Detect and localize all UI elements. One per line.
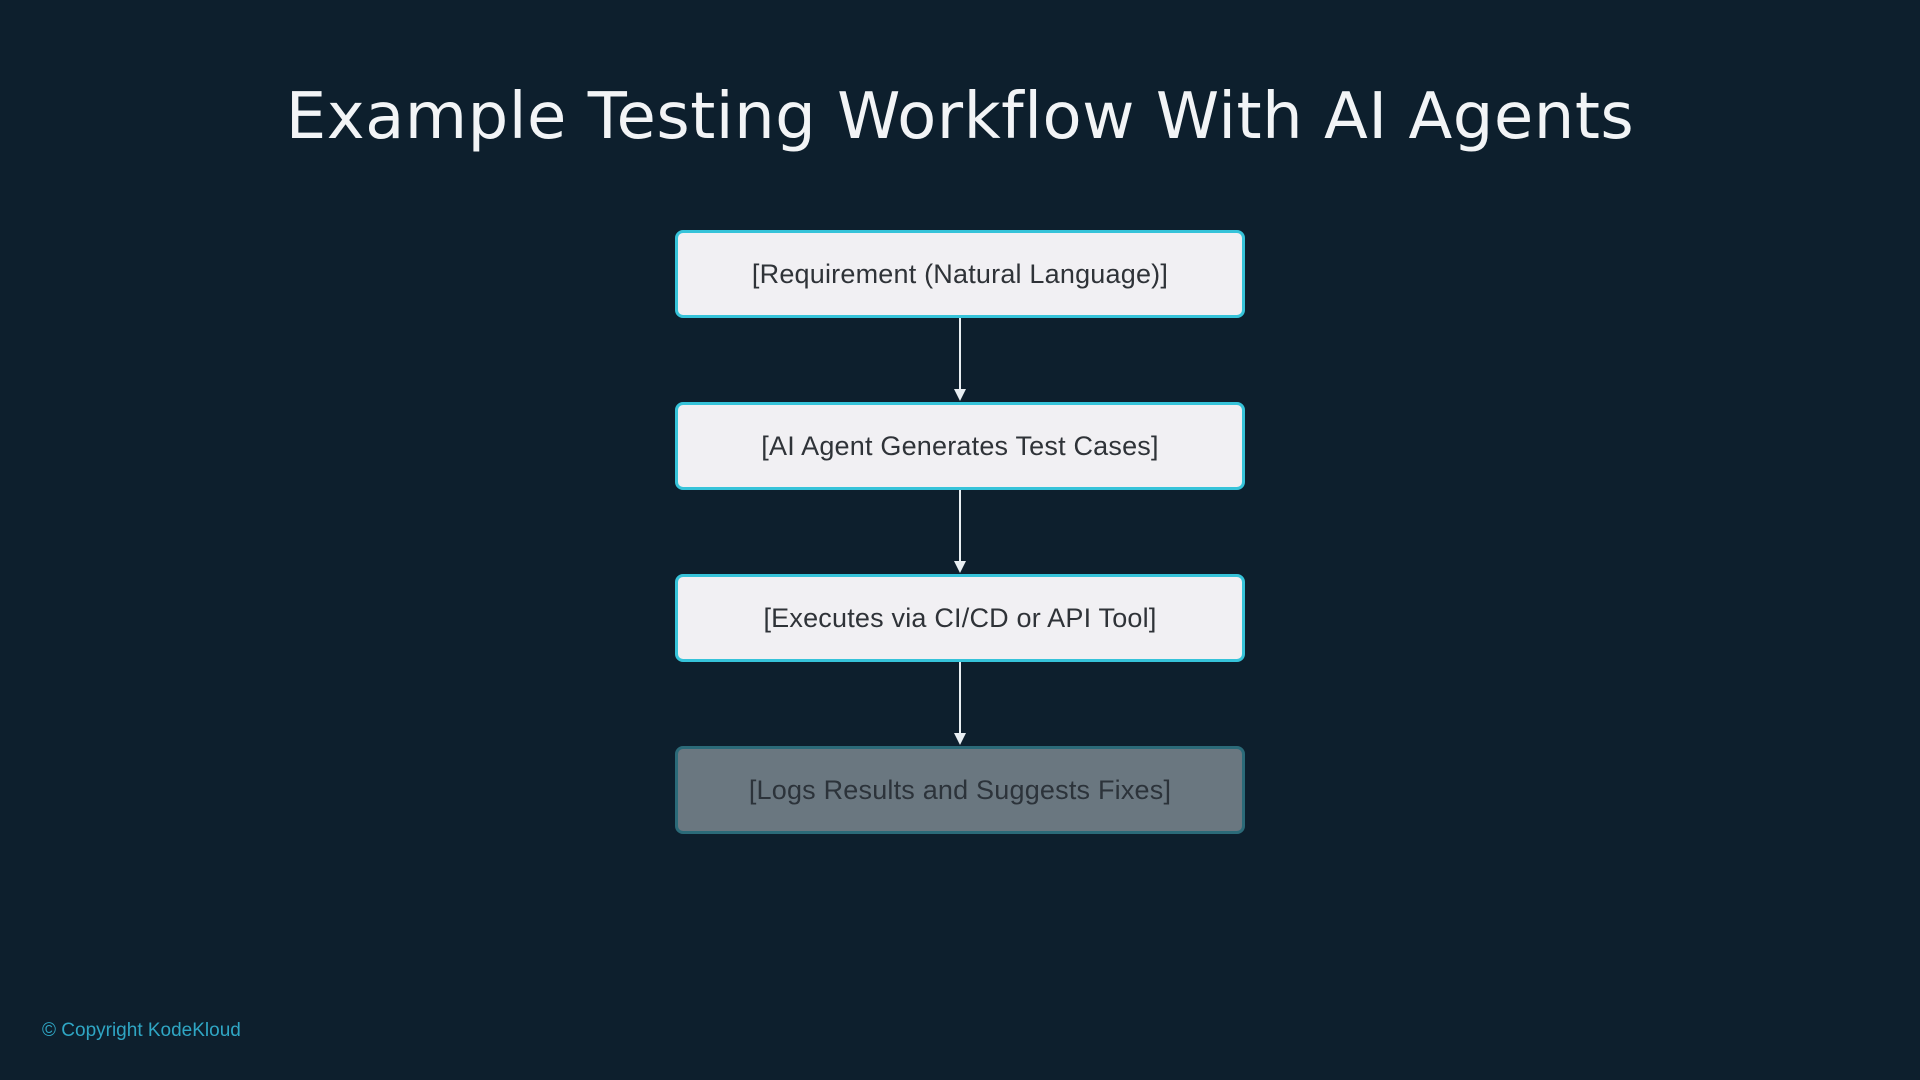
- arrow-connector: [675, 662, 1245, 746]
- step-label: [AI Agent Generates Test Cases]: [761, 430, 1159, 461]
- slide-title: Example Testing Workflow With AI Agents: [285, 80, 1635, 154]
- workflow-diagram: [Requirement (Natural Language)] [AI Age…: [675, 230, 1245, 834]
- step-label: [Logs Results and Suggests Fixes]: [748, 774, 1172, 805]
- arrow-down-icon: [954, 318, 966, 401]
- step-label: [Executes via CI/CD or API Tool]: [763, 602, 1157, 633]
- step-label: [Requirement (Natural Language)]: [751, 258, 1169, 289]
- arrow-connector: [675, 318, 1245, 402]
- arrow-connector: [675, 490, 1245, 574]
- step-generate-test-cases: [AI Agent Generates Test Cases]: [675, 402, 1245, 490]
- arrow-down-icon: [954, 662, 966, 745]
- copyright-notice: © Copyright KodeKloud: [42, 1020, 241, 1041]
- arrow-down-icon: [954, 490, 966, 573]
- step-execute: [Executes via CI/CD or API Tool]: [675, 574, 1245, 662]
- step-log-results: [Logs Results and Suggests Fixes]: [675, 746, 1245, 834]
- step-requirement: [Requirement (Natural Language)]: [675, 230, 1245, 318]
